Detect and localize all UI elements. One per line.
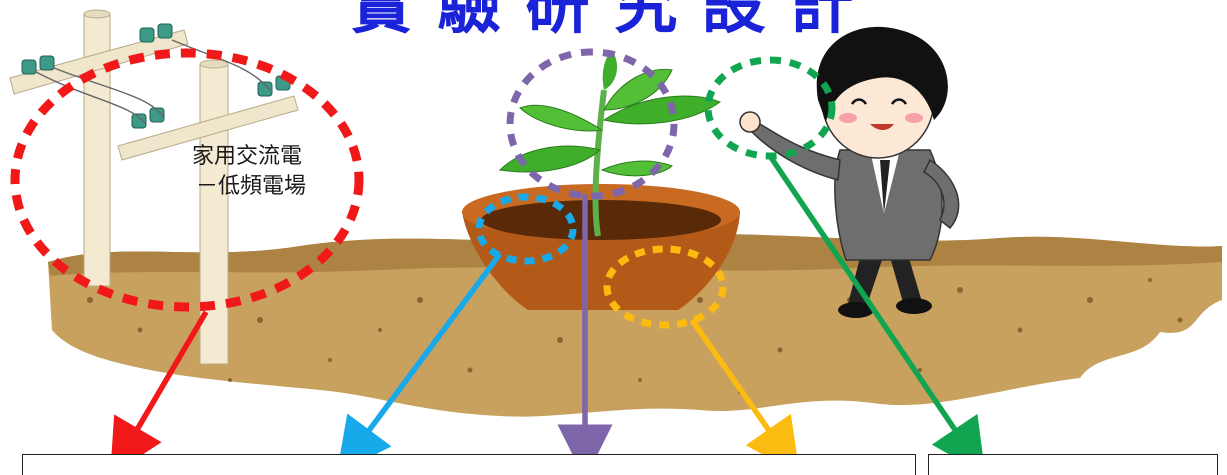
pole-label-line-2: －低頻電場 — [192, 172, 372, 202]
diagram-canvas — [0, 0, 1227, 462]
page-title: 實驗研究設計 — [0, 0, 1227, 38]
potted-plant-icon — [462, 50, 740, 310]
pole-label-line-1: 家用交流電 — [192, 142, 372, 172]
bottom-box-left — [22, 454, 916, 475]
pole-label: 家用交流電 －低頻電場 — [192, 142, 372, 202]
bottom-box-right — [928, 454, 1218, 475]
